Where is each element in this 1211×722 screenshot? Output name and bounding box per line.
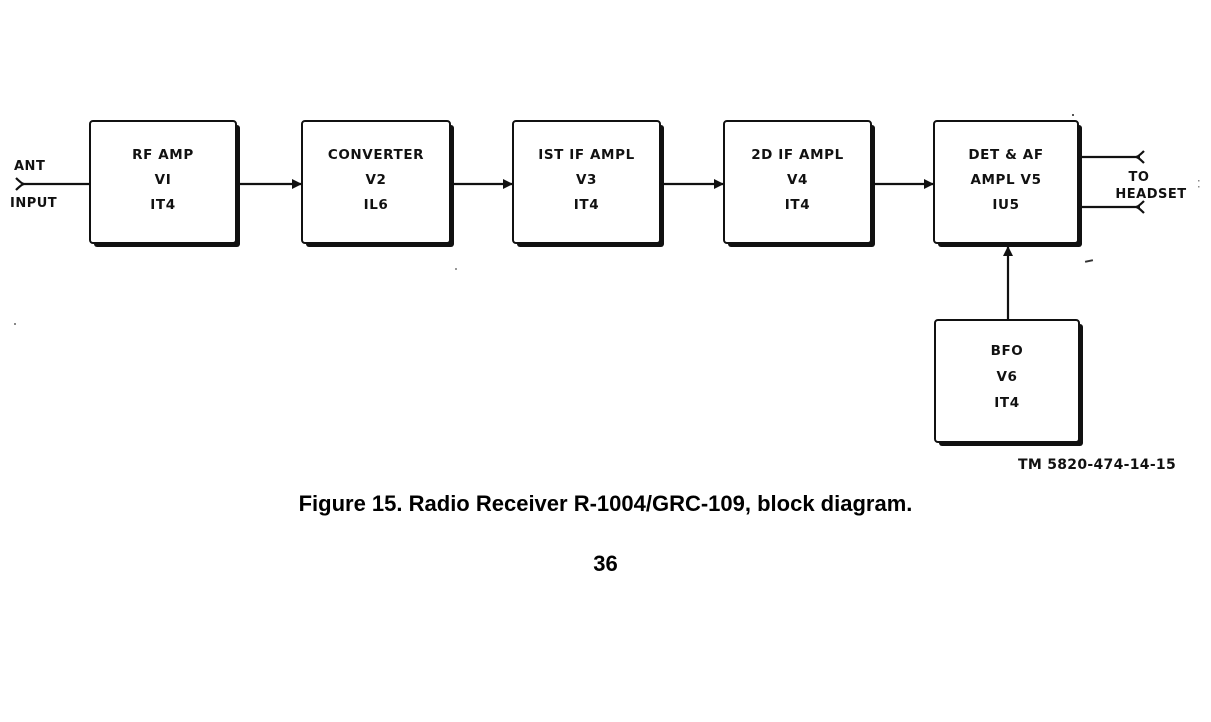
page-number: 36 — [593, 551, 618, 576]
headset-label: HEADSET — [1115, 187, 1186, 202]
block-label-line: DET & AF — [968, 147, 1043, 163]
headset-output: TO HEADSET — [1080, 150, 1186, 214]
block-box — [723, 120, 872, 244]
block-label-line: IT4 — [994, 395, 1019, 411]
block-label-line: VI — [155, 172, 172, 188]
block-det-af-ampl: DET & AF AMPL V5 IU5 — [933, 120, 1082, 247]
block-label-line: 2D IF AMPL — [751, 147, 844, 163]
block-label-line: IT4 — [150, 197, 175, 213]
block-label-line: RF AMP — [132, 147, 194, 163]
block-box — [89, 120, 237, 244]
input-label: INPUT — [10, 196, 57, 211]
scan-artifacts — [14, 114, 1200, 325]
block-label-line: V6 — [996, 369, 1017, 385]
headset-top-connector-icon — [1135, 150, 1145, 164]
block-label-line: IU5 — [992, 197, 1019, 213]
ant-input: ANT INPUT — [10, 159, 90, 211]
ant-label: ANT — [14, 159, 45, 174]
block-label-line: V4 — [787, 172, 808, 188]
block-label-line: CONVERTER — [328, 147, 424, 163]
block-box — [301, 120, 451, 244]
block-box — [933, 120, 1079, 244]
connections — [240, 179, 1013, 320]
block-label-line: BFO — [991, 343, 1024, 359]
figure-id: TM 5820-474-14-15 — [1018, 457, 1176, 473]
block-label-line: V2 — [365, 172, 386, 188]
block-rf-amp: RF AMP VI IT4 — [89, 120, 240, 247]
headset-bottom-connector-icon — [1135, 200, 1145, 214]
block-label-line: V3 — [576, 172, 597, 188]
block-label-line: IT4 — [574, 197, 599, 213]
block-label-line: IST IF AMPL — [538, 147, 635, 163]
block-label-line: IL6 — [364, 197, 389, 213]
block-label-line: IT4 — [785, 197, 810, 213]
block-label-line: AMPL V5 — [970, 172, 1041, 188]
block-box — [512, 120, 661, 244]
figure-caption: Figure 15. Radio Receiver R-1004/GRC-109… — [298, 491, 913, 516]
to-label: TO — [1129, 170, 1150, 185]
